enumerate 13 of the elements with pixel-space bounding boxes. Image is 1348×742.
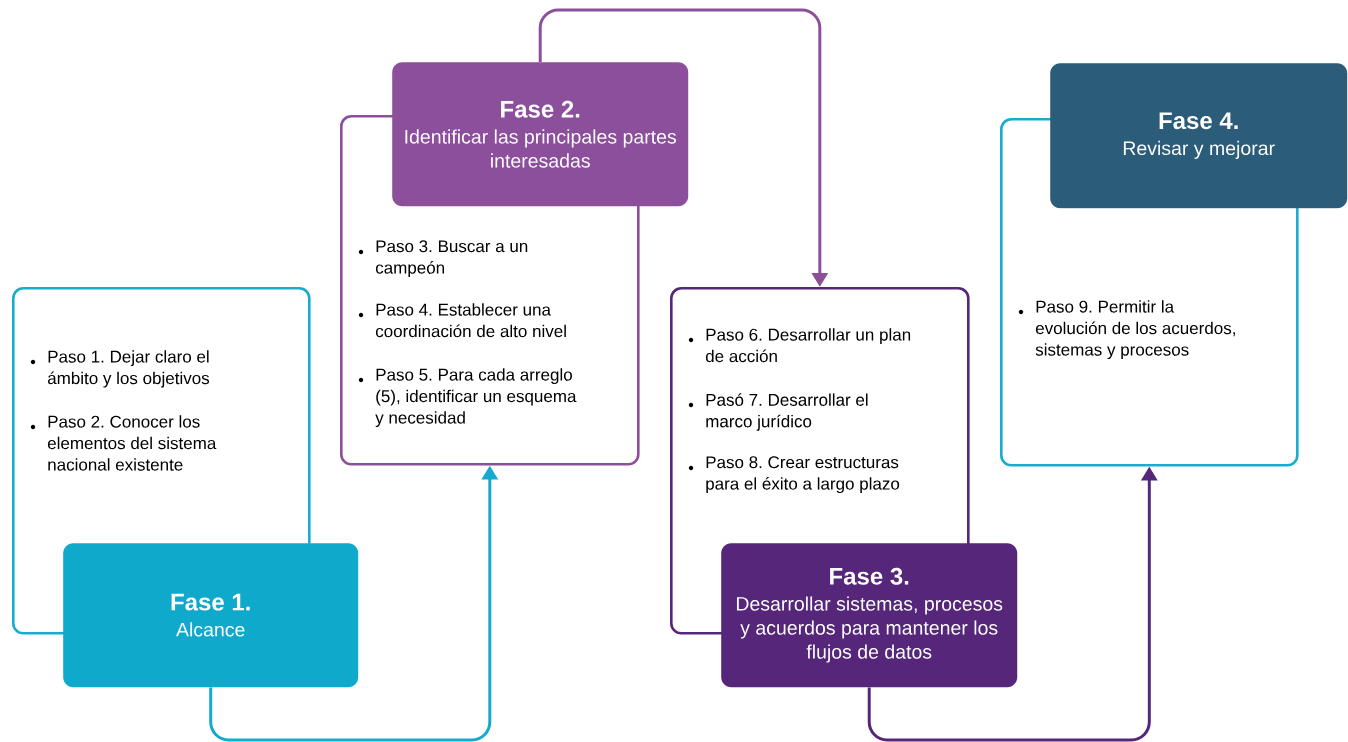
list-item: Paso 5. Para cada arreglo (5), identificar un esquema y necesidad [358,368,577,428]
list-item: Paso 9. Permitir la evolución de los acuerdos, sistemas y procesos [1018,300,1235,360]
phase-box: Fase 2. Identificar las principales partes interesadas [392,62,689,207]
list-item: Pasó 7. Desarrollar el marco jurídico [688,393,868,431]
phase-box: Fase 3. Desarrollar sistemas, procesos y acuerdos para mantener los flujos de datos [721,543,1018,688]
list-item: Paso 2. Conocer los elementos del sistema nacional existente [30,415,217,471]
list-item: Paso 8. Crear estructuras para el éxito a largo plazo [688,456,900,494]
list-item: Paso 4. Establecer una coordinación de alto nivel [358,303,566,338]
phase-box: Fase 4. Revisar y mejorar [1050,63,1348,209]
list-item: Paso 3. Buscar a un campeón [358,240,528,278]
list-item: Paso 1. Dejar claro el ámbito y los objetivos [30,350,210,388]
list-item: Paso 6. Desarrollar un plan de acción [688,328,911,363]
phase-box: Fase 1. Alcance [63,543,359,688]
